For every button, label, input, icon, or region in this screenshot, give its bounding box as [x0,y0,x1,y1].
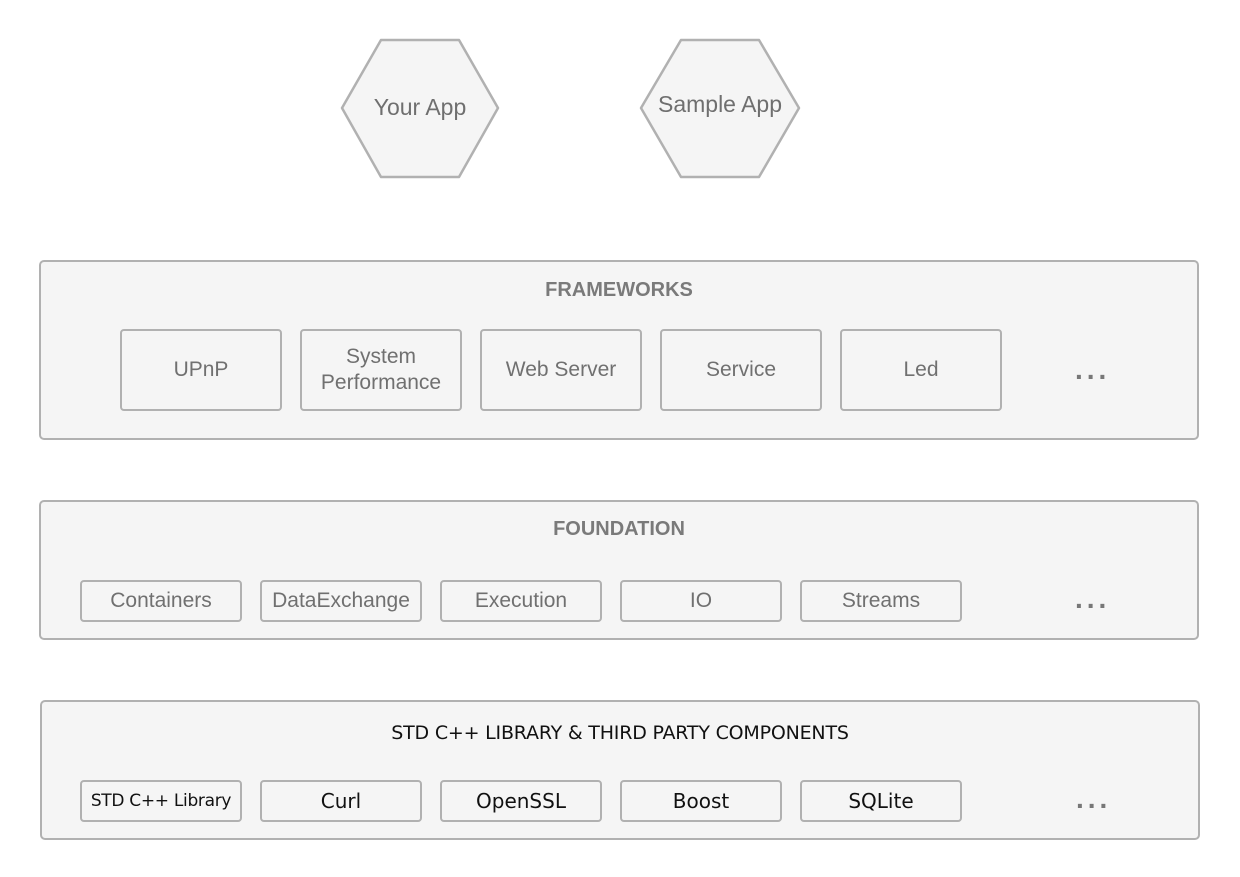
sample-app-hexagon[interactable] [639,38,801,179]
sample-app-label: Sample App [657,91,783,117]
module-boost[interactable]: Boost [620,780,782,822]
module-led[interactable]: Led [840,329,1002,411]
your-app-label: Your App [373,94,467,120]
module-containers[interactable]: Containers [80,580,242,622]
third-party-more-ellipsis: ... [1076,783,1112,814]
module-streams[interactable]: Streams [800,580,962,622]
foundation-title: FOUNDATION [553,518,685,540]
frameworks-more-ellipsis: ... [1075,354,1111,385]
module-std-cpp-library[interactable]: STD C++ Library [80,780,242,822]
module-execution[interactable]: Execution [440,580,602,622]
frameworks-layer: FRAMEWORKS UPnP System Performance Web S… [39,260,1199,440]
your-app-hexagon[interactable] [340,38,500,179]
third-party-title: STD C++ LIBRARY & THIRD PARTY COMPONENTS [391,722,849,744]
module-dataexchange[interactable]: DataExchange [260,580,422,622]
module-sqlite[interactable]: SQLite [800,780,962,822]
module-io[interactable]: IO [620,580,782,622]
module-system-performance[interactable]: System Performance [300,329,462,411]
module-service[interactable]: Service [660,329,822,411]
module-web-server[interactable]: Web Server [480,329,642,411]
module-curl[interactable]: Curl [260,780,422,822]
foundation-layer: FOUNDATION Containers DataExchange Execu… [39,500,1199,640]
third-party-layer: STD C++ LIBRARY & THIRD PARTY COMPONENTS… [40,700,1200,840]
foundation-more-ellipsis: ... [1075,583,1111,614]
module-openssl[interactable]: OpenSSL [440,780,602,822]
module-upnp[interactable]: UPnP [120,329,282,411]
frameworks-title: FRAMEWORKS [545,279,693,301]
apps-hexagons [340,38,801,179]
